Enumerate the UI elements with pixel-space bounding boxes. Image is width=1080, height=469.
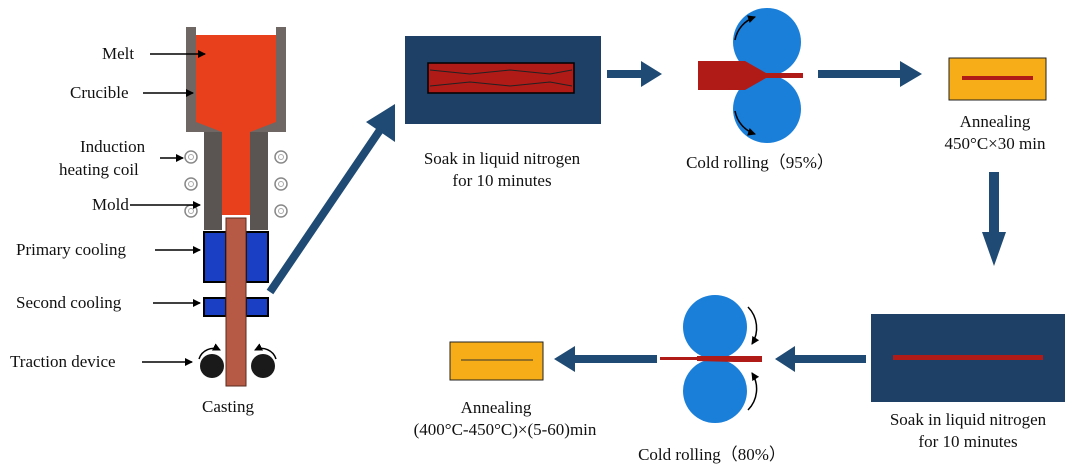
flow-arrow-diagonal-head [366, 104, 395, 142]
soak2-caption-line2: for 10 minutes [918, 432, 1018, 451]
annealing1-caption-line1: Annealing [959, 112, 1031, 131]
label-crucible: Crucible [70, 83, 129, 102]
second-cooling-right [245, 297, 269, 317]
induction-coil-icon [184, 150, 288, 218]
strip-sample-thin [893, 355, 1043, 360]
casting-apparatus [130, 27, 288, 387]
label-mold: Mold [92, 195, 129, 214]
label-induction-line1: Induction [80, 137, 146, 156]
annealing-furnace-1 [948, 57, 1047, 101]
melt [196, 35, 276, 215]
roller-bottom [683, 359, 747, 423]
liquid-nitrogen-tank-1 [405, 36, 601, 124]
label-induction-line2: heating coil [59, 160, 139, 179]
cast-rod [225, 217, 247, 387]
casting-caption: Casting [202, 397, 254, 416]
flow-arrow-right-1 [641, 61, 662, 87]
cold-rolling-1-caption: Cold rolling（95%） [686, 153, 834, 172]
soak1-caption-line1: Soak in liquid nitrogen [423, 149, 581, 168]
roller-top [683, 295, 747, 359]
flow-arrow-diagonal [266, 127, 384, 295]
roller-bottom [733, 75, 801, 143]
label-primary-cooling: Primary cooling [16, 240, 127, 259]
label-traction-device: Traction device [10, 352, 116, 371]
flow-arrow-right-2 [900, 61, 922, 87]
flow-arrow-down [982, 232, 1006, 266]
flow-arrows [266, 61, 1006, 372]
flow-arrow-left-2 [554, 346, 575, 372]
annealing-furnace-2 [449, 341, 544, 381]
cold-rolling-mill-2 [660, 295, 762, 423]
mold [204, 132, 268, 230]
cold-rolling-mill-1 [698, 8, 803, 143]
second-cooling-left [203, 297, 227, 317]
annealing1-caption-line2: 450°C×30 min [944, 134, 1046, 153]
roller-top [733, 8, 801, 76]
primary-cooling-left [203, 231, 227, 283]
annealing2-caption-line1: Annealing [460, 398, 532, 417]
label-melt: Melt [102, 44, 135, 63]
leader-arrows [130, 50, 206, 366]
flow-arrow-left-1 [775, 346, 795, 372]
cold-rolling-2-caption: Cold rolling（80%） [638, 445, 786, 464]
annealing2-caption-line2: (400°C-450°C)×(5-60)min [413, 420, 597, 439]
strip-sample [427, 62, 575, 94]
soak2-caption-line1: Soak in liquid nitrogen [889, 410, 1047, 429]
soak1-caption-line2: for 10 minutes [452, 171, 552, 190]
traction-roller-icon [198, 343, 277, 378]
primary-cooling-right [245, 231, 269, 283]
liquid-nitrogen-tank-2 [871, 314, 1065, 402]
label-second-cooling: Second cooling [16, 293, 122, 312]
